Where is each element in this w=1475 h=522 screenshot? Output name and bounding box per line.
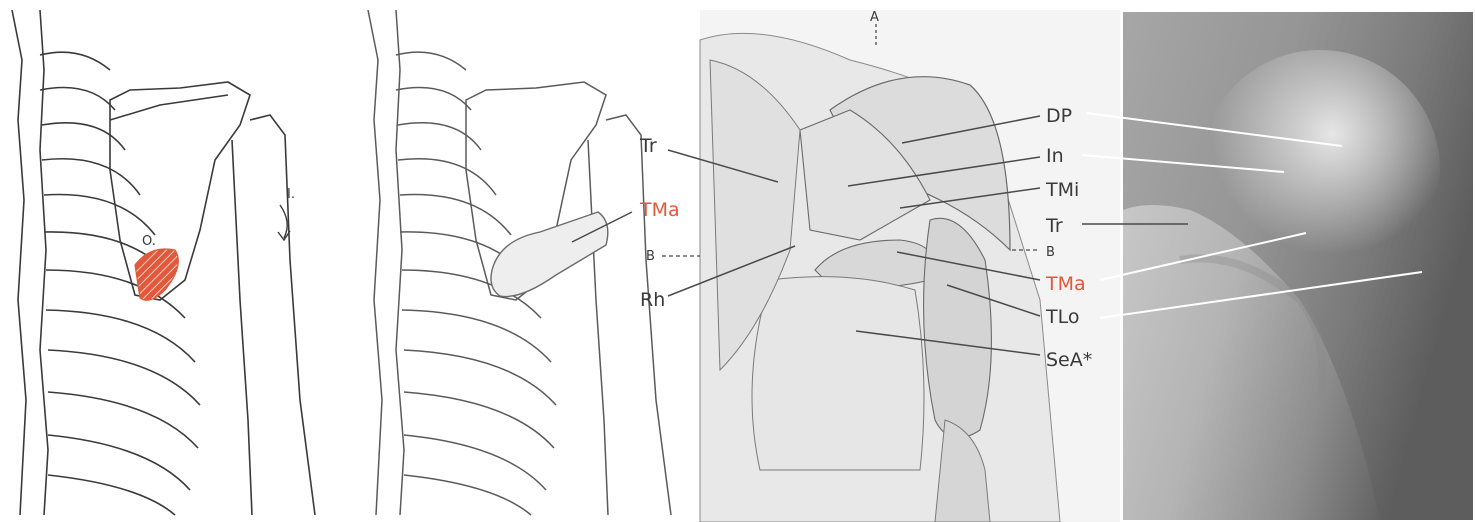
teres-major-muscle [491, 212, 608, 297]
spine-outline [368, 10, 382, 515]
humerus [588, 115, 671, 515]
label-in: In [1046, 145, 1064, 167]
spine-outline-inner [40, 10, 48, 515]
insertion-label: I. [287, 187, 295, 202]
label-dp: DP [1046, 105, 1072, 127]
panel-skeleton-origin [12, 10, 315, 515]
label-sea: SeA* [1046, 349, 1092, 371]
humerus [232, 115, 315, 515]
insertion-arrow [280, 205, 287, 238]
serratus-shape [752, 277, 924, 470]
label-tmi: TMi [1045, 179, 1079, 201]
label-tma-panel2: TMa [639, 199, 680, 221]
scapula [110, 82, 250, 300]
label-tr-panel4: Tr [1045, 215, 1063, 237]
label-tlo: TLo [1045, 306, 1079, 328]
scapula-spine [110, 95, 228, 120]
panel-photo [1123, 12, 1473, 520]
spine-outline [12, 10, 26, 515]
label-b-left: B [646, 249, 655, 264]
label-rh-panel3: Rh [640, 289, 665, 311]
origin-label: O. [142, 234, 156, 249]
label-tma-panel3: TMa [1045, 273, 1086, 295]
ribs [40, 52, 200, 515]
panel-muscle-illustration [700, 10, 1120, 522]
label-b-right: B [1046, 245, 1055, 260]
spine-outline-inner [396, 10, 404, 515]
label-tr-panel3: Tr [639, 135, 657, 157]
label-a: A [870, 10, 879, 25]
teres-major-origin [135, 249, 178, 300]
